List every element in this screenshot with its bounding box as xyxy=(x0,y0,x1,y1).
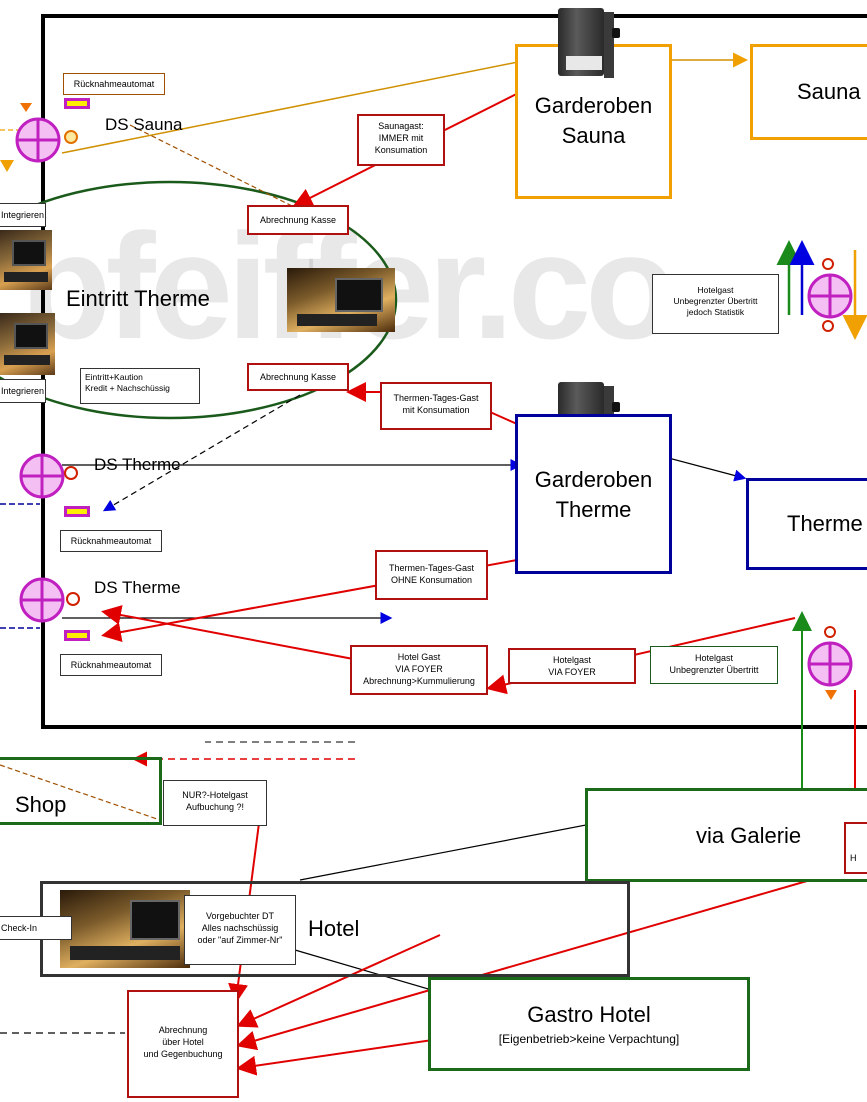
hotelgast-statistik-line: Unbegrenzter Übertritt xyxy=(673,296,758,306)
return-machine-symbol xyxy=(64,506,90,517)
return-machine-symbol xyxy=(64,630,90,641)
hotelgast-unbegrenzt-box: Hotelgast Unbegrenzter Übertritt xyxy=(650,646,778,684)
shop-box: Shop xyxy=(0,757,162,825)
sun-icon xyxy=(822,258,834,270)
sun-icon xyxy=(822,320,834,332)
ds-therme-label: DS Therme xyxy=(94,578,181,597)
therme-box: Therme xyxy=(746,478,867,570)
via-galerie-label: via Galerie xyxy=(696,823,802,848)
hotel-gast-foyer-line: VIA FOYER xyxy=(395,664,443,674)
hotel-gast-foyer-line: Hotel Gast xyxy=(397,652,441,662)
distribution-symbol xyxy=(15,117,61,163)
ds-sauna-label: DS Sauna xyxy=(105,115,183,134)
thermen-tages-gast-line: Thermen-Tages-Gast xyxy=(393,393,479,403)
pos-terminal-image xyxy=(0,230,52,290)
thermen-tages-gast-ohne-box: Thermen-Tages-Gast OHNE Konsumation xyxy=(375,550,488,600)
hotelgast-via-foyer-line: VIA FOYER xyxy=(548,667,596,677)
sun-icon xyxy=(824,626,836,638)
gastro-hotel-box: Gastro Hotel [Eigenbetrieb>keine Verpach… xyxy=(428,977,750,1071)
garderoben-sauna-line: Garderoben xyxy=(534,93,653,118)
vorgebucht-line: Vorgebuchter DT xyxy=(205,911,275,921)
garderoben-therme-line: Therme xyxy=(555,497,632,522)
nur-hotelgast-box: NUR?-Hotelgast Aufbuchung ?! xyxy=(163,780,267,826)
sauna-box: Sauna xyxy=(750,44,867,140)
hotelgast-via-foyer-line: Hotelgast xyxy=(552,655,592,665)
distribution-symbol xyxy=(807,641,853,687)
hotelgast-statistik-line: Hotelgast xyxy=(697,285,734,295)
hotel-label: Hotel xyxy=(308,916,360,941)
ds-therme-label: DS Therme xyxy=(94,455,181,474)
hotelgast-statistik-box: Hotelgast Unbegrenzter Übertritt jedoch … xyxy=(652,274,779,334)
abrechnung-kasse-box: Abrechnung Kasse xyxy=(247,363,349,391)
nur-hotelgast-line: Aufbuchung ?! xyxy=(185,802,245,812)
distribution-symbol xyxy=(19,577,65,623)
thermen-tages-gast-mit-box: Thermen-Tages-Gast mit Konsumation xyxy=(380,382,492,430)
vorgebucht-line: oder "auf Zimmer-Nr" xyxy=(197,935,283,945)
therme-label: Therme xyxy=(787,511,863,536)
abrechnung-hotel-box: Abrechnung über Hotel und Gegenbuchung xyxy=(127,990,239,1098)
saunagast-line: Saunagast: xyxy=(378,121,424,131)
eintritt-kaution-box: Eintritt+Kaution Kredit + Nachschüssig xyxy=(80,368,200,404)
garderoben-therme-line: Garderoben xyxy=(534,467,653,492)
saunagast-box: Saunagast: IMMER mit Konsumation xyxy=(357,114,445,166)
pos-terminal-image xyxy=(0,313,55,375)
garderoben-therme-box: Garderoben Therme xyxy=(515,414,672,574)
distribution-symbol xyxy=(807,273,853,319)
integrieren-box: Integrieren xyxy=(0,203,46,227)
hotel-gast-foyer-box: Hotel Gast VIA FOYER Abrechnung>Kummulie… xyxy=(350,645,488,695)
hotel-gast-foyer-line: Abrechnung>Kummulierung xyxy=(363,676,475,686)
ruecknahme-label: Rücknahmeautomat xyxy=(60,654,162,676)
garderoben-sauna-line: Sauna xyxy=(561,123,626,148)
locker-terminal-icon xyxy=(558,8,620,78)
integrieren-box: Integrieren xyxy=(0,379,46,403)
eintritt-kaution-line: Eintritt+Kaution xyxy=(85,372,143,382)
sun-icon xyxy=(64,130,78,144)
hotelgast-statistik-line: jedoch Statistik xyxy=(686,307,745,317)
hotel-box: Hotel xyxy=(40,881,630,977)
abrechnung-hotel-line: über Hotel xyxy=(162,1037,204,1047)
shop-label: Shop xyxy=(15,792,67,817)
eintritt-therme-label: Eintritt Therme xyxy=(66,286,210,311)
gastro-hotel-sub: [Eigenbetrieb>keine Verpachtung] xyxy=(498,1032,680,1046)
hotelgast-unbegrenzt-line: Hotelgast xyxy=(694,653,734,663)
ruecknahme-label: Rücknahmeautomat xyxy=(63,73,165,95)
abrechnung-kasse-box: Abrechnung Kasse xyxy=(247,205,349,235)
ruecknahme-label: Rücknahmeautomat xyxy=(60,530,162,552)
gastro-hotel-label: Gastro Hotel xyxy=(527,1002,651,1027)
pos-terminal-image xyxy=(287,268,395,332)
pos-terminal-image xyxy=(60,890,190,968)
via-galerie-box: via Galerie xyxy=(585,788,867,882)
abrechnung-hotel-line: Abrechnung xyxy=(158,1025,208,1035)
thermen-tages-gast-line: Thermen-Tages-Gast xyxy=(388,563,475,573)
sauna-label: Sauna xyxy=(797,79,861,104)
thermen-tages-gast-line: mit Konsumation xyxy=(402,405,470,415)
saunagast-line: Konsumation xyxy=(374,145,428,155)
saunagast-line: IMMER mit xyxy=(378,133,424,143)
check-in-box: Check-In xyxy=(0,916,72,940)
distribution-symbol xyxy=(19,453,65,499)
sun-icon xyxy=(66,592,80,606)
hotelgast-via-foyer-box: Hotelgast VIA FOYER xyxy=(508,648,636,684)
vorgebucht-line: Alles nachschüssig xyxy=(201,923,279,933)
hotelgast-unbegrenzt-line: Unbegrenzter Übertritt xyxy=(669,665,759,675)
sun-icon xyxy=(64,466,78,480)
eintritt-ellipse xyxy=(0,180,398,420)
nur-hotelgast-line: NUR?-Hotelgast xyxy=(182,790,248,800)
abrechnung-hotel-line: und Gegenbuchung xyxy=(143,1049,223,1059)
thermen-tages-gast-line: OHNE Konsumation xyxy=(390,575,473,585)
eintritt-kaution-line: Kredit + Nachschüssig xyxy=(85,383,170,393)
return-machine-symbol xyxy=(64,98,90,109)
edge-box: H xyxy=(844,822,867,874)
vorgebucht-box: Vorgebuchter DT Alles nachschüssig oder … xyxy=(184,895,296,965)
